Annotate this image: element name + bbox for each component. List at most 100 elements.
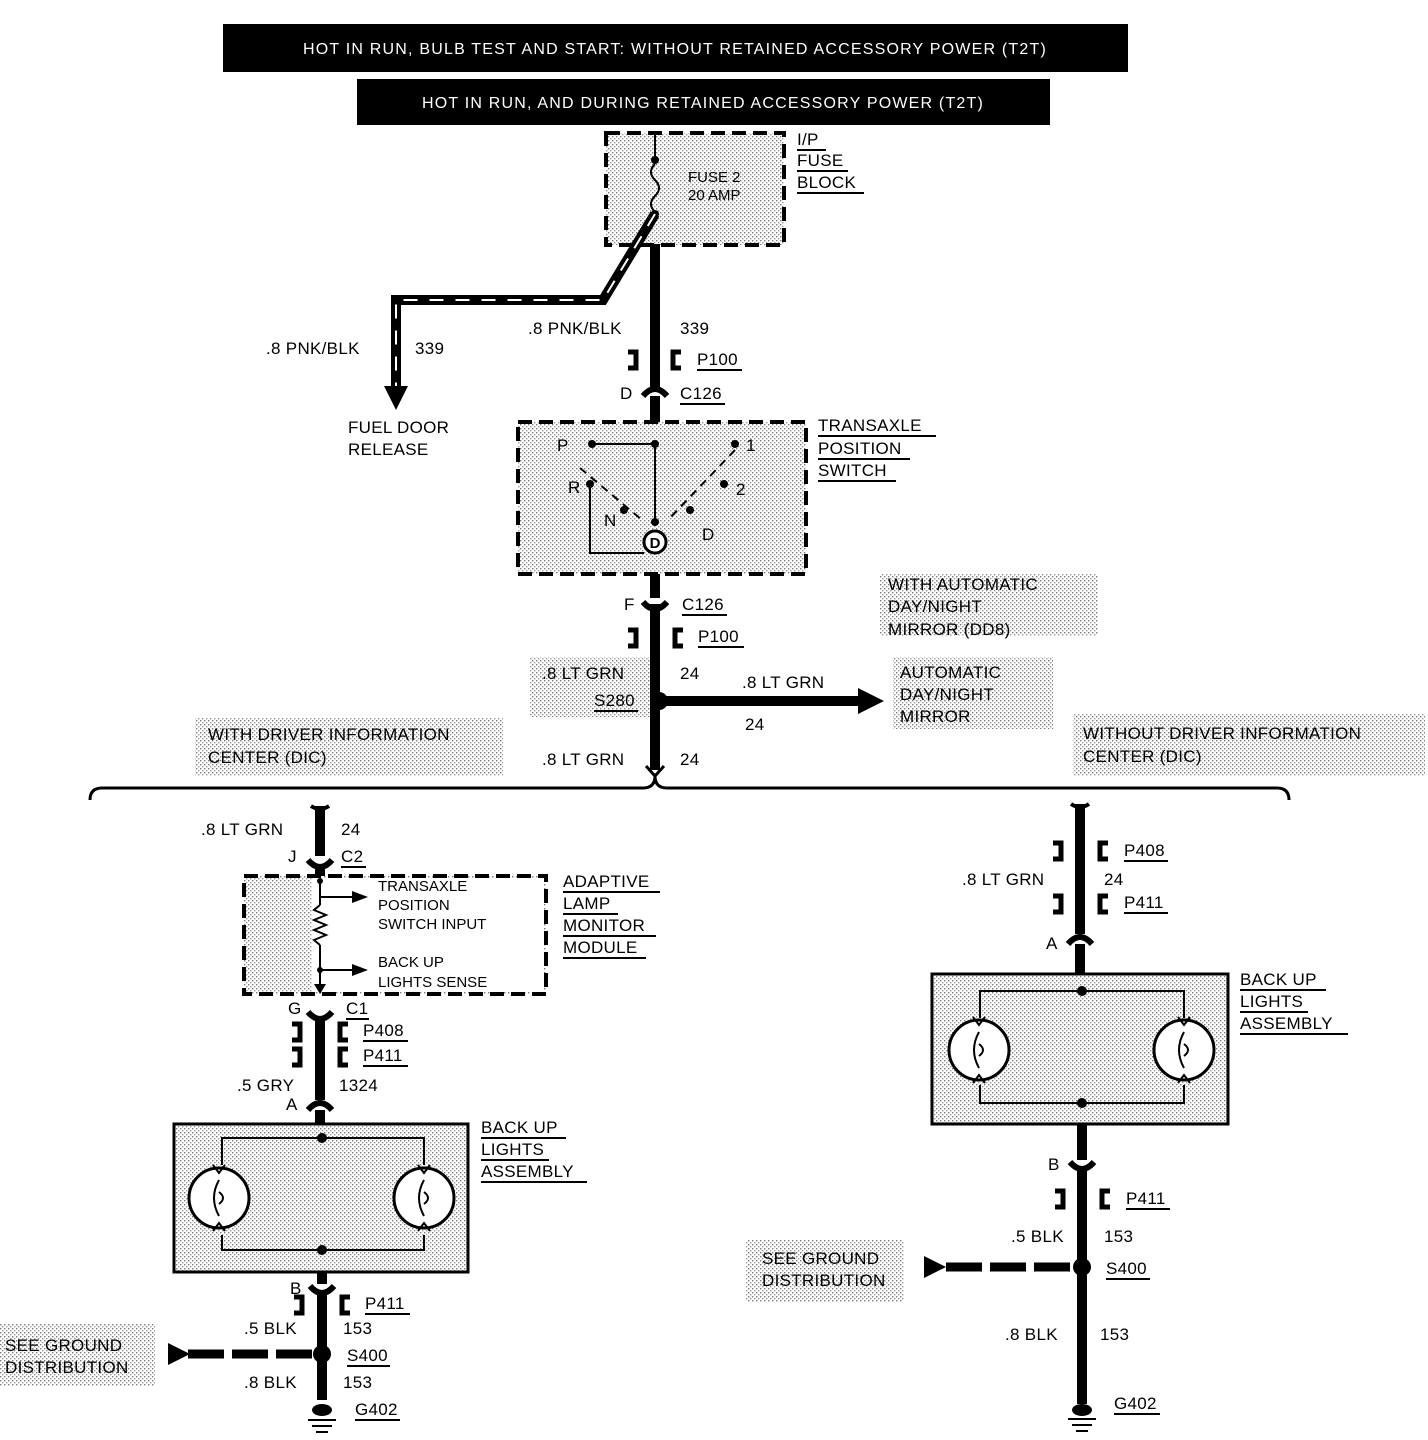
ddb-option-3: MIRROR (DD8)	[888, 620, 1011, 639]
ddb-option-shade	[880, 574, 1098, 636]
left-p411-label-top: P411	[363, 1046, 403, 1065]
fuse-icon	[650, 163, 660, 213]
c126-label-top: C126	[680, 384, 722, 403]
header-line-2: HOT IN RUN, AND DURING RETAINED ACCESSOR…	[422, 95, 984, 112]
lt-grn-gauge-upper: .8 LT GRN	[542, 664, 624, 683]
right-ground-dist-1: SEE GROUND	[762, 1249, 879, 1268]
pin-d-label: D	[620, 384, 633, 403]
left-ground-dist-shade	[0, 1324, 155, 1386]
with-dic-label-1: WITH DRIVER INFORMATION	[208, 725, 450, 744]
right-blk-number-2: 153	[1100, 1325, 1129, 1344]
mirror-label-1: AUTOMATIC	[900, 663, 1001, 682]
pin-g-label: G	[288, 999, 302, 1018]
fuse-terminal-top	[651, 156, 659, 164]
almm-title-3: MONITOR	[563, 916, 645, 935]
pin-j-label: J	[288, 847, 297, 866]
switch-pos-d: D	[702, 525, 715, 544]
left-assembly-title-1: BACK UP	[481, 1118, 558, 1137]
almm-input-1: TRANSAXLE	[378, 878, 467, 895]
almm-title-4: MODULE	[563, 938, 638, 957]
switch-pos-d-circle: D	[650, 535, 661, 552]
with-dic-shade	[195, 718, 503, 776]
almm-input-3: SWITCH INPUT	[378, 916, 486, 933]
right-assembly-title-1: BACK UP	[1240, 970, 1317, 989]
left-ground-arrow	[168, 1343, 190, 1365]
main-wire-number: 339	[680, 319, 709, 338]
right-ground-symbol	[1068, 1404, 1096, 1432]
right-ground-dist-shade	[746, 1240, 904, 1302]
header-bar-1	[223, 24, 1128, 72]
pin-f-label: F	[624, 595, 635, 614]
right-ground-arrow	[924, 1256, 946, 1278]
gry-number: 1324	[339, 1076, 378, 1095]
left-ground-symbol	[308, 1404, 336, 1433]
switch-pos-p: P	[557, 436, 569, 455]
left-g402-label: G402	[355, 1400, 398, 1419]
switch-pos-r: R	[568, 478, 581, 497]
right-bulb-1	[947, 1016, 1011, 1084]
left-lt-grn-gauge: .8 LT GRN	[201, 820, 283, 839]
c126-connector-top	[640, 386, 670, 399]
fuse-name: FUSE 2	[688, 169, 741, 186]
ddb-option-1: WITH AUTOMATIC	[888, 575, 1038, 594]
fuel-door-label-2: RELEASE	[348, 440, 429, 459]
transaxle-title-3: SWITCH	[818, 461, 887, 480]
left-pin-b: B	[290, 1279, 302, 1298]
c1-label: C1	[346, 999, 368, 1018]
almm-title-1: ADAPTIVE	[563, 872, 649, 891]
header-line-1: HOT IN RUN, BULB TEST AND START: WITHOUT…	[303, 41, 1047, 58]
right-lt-grn-number: 24	[1104, 870, 1124, 889]
left-blk8-gauge: .8 BLK	[244, 1373, 297, 1392]
p100-label-bottom: P100	[698, 627, 739, 646]
without-dic-shade	[1073, 714, 1425, 776]
right-pin-b: B	[1048, 1155, 1060, 1174]
p100-bracket-left	[628, 349, 639, 371]
right-ground-dist-2: DISTRIBUTION	[762, 1271, 886, 1290]
transaxle-title-1: TRANSAXLE	[818, 416, 922, 435]
mirror-wire-gauge: .8 LT GRN	[742, 673, 824, 692]
right-pin-a: A	[1046, 934, 1058, 953]
c2-label: C2	[341, 847, 363, 866]
fuel-door-label-1: FUEL DOOR	[348, 418, 449, 437]
fuse-block-title-2: FUSE	[797, 151, 844, 170]
lt-grn-number-upper: 24	[680, 664, 700, 683]
c126-label-bottom: C126	[682, 595, 724, 614]
left-lt-grn-number: 24	[341, 820, 361, 839]
left-connector-a	[305, 1100, 335, 1113]
with-dic-label-2: CENTER (DIC)	[208, 748, 327, 767]
ddb-option-2: DAY/NIGHT	[888, 597, 982, 616]
drive-position-circle	[642, 529, 668, 555]
left-assembly-title-2: LIGHTS	[481, 1140, 544, 1159]
right-s400-splice	[1073, 1258, 1091, 1276]
header-bar-2	[357, 79, 1050, 125]
almm-input-2: POSITION	[378, 897, 450, 914]
fuse-block: FUSE 2 20 AMP I/P FUSE BLOCK	[604, 130, 864, 247]
switch-pos-n: N	[604, 511, 617, 530]
left-s400-splice	[313, 1345, 331, 1363]
switch-pos-2: 2	[736, 480, 746, 499]
left-bulb-2	[392, 1164, 456, 1232]
right-blk8-gauge: .8 BLK	[1005, 1325, 1058, 1344]
almm-title-2: LAMP	[563, 894, 611, 913]
right-branch: P408 .8 LT GRN 24 P411 A BACK UP LIGHTS …	[746, 802, 1348, 1432]
left-bulb-1	[187, 1164, 251, 1232]
transaxle-title-2: POSITION	[818, 439, 902, 458]
mirror-label-3: MIRROR	[900, 707, 971, 726]
right-p411-label-bottom: P411	[1126, 1189, 1166, 1208]
left-p408-label: P408	[363, 1021, 404, 1040]
p100-bracket-right	[670, 349, 681, 371]
mirror-wire-number: 24	[745, 715, 765, 734]
main-wire-upper: .8 PNK/BLK 339 P100 D C126	[528, 244, 742, 422]
switch-pos-1: 1	[746, 436, 756, 455]
s280-shade	[530, 657, 650, 717]
right-s400-label: S400	[1106, 1259, 1147, 1278]
almm-sense-2: LIGHTS SENSE	[378, 974, 487, 991]
left-blk-number-2: 153	[343, 1373, 372, 1392]
lt-grn-gauge-lower: .8 LT GRN	[542, 750, 624, 769]
right-blk5-gauge: .5 BLK	[1011, 1227, 1064, 1246]
fuel-wire-number: 339	[415, 339, 444, 358]
main-wire-gauge: .8 PNK/BLK	[528, 319, 622, 338]
option-brace: WITH DRIVER INFORMATION CENTER (DIC) WIT…	[88, 714, 1425, 801]
right-assembly-title-2: LIGHTS	[1240, 992, 1303, 1011]
